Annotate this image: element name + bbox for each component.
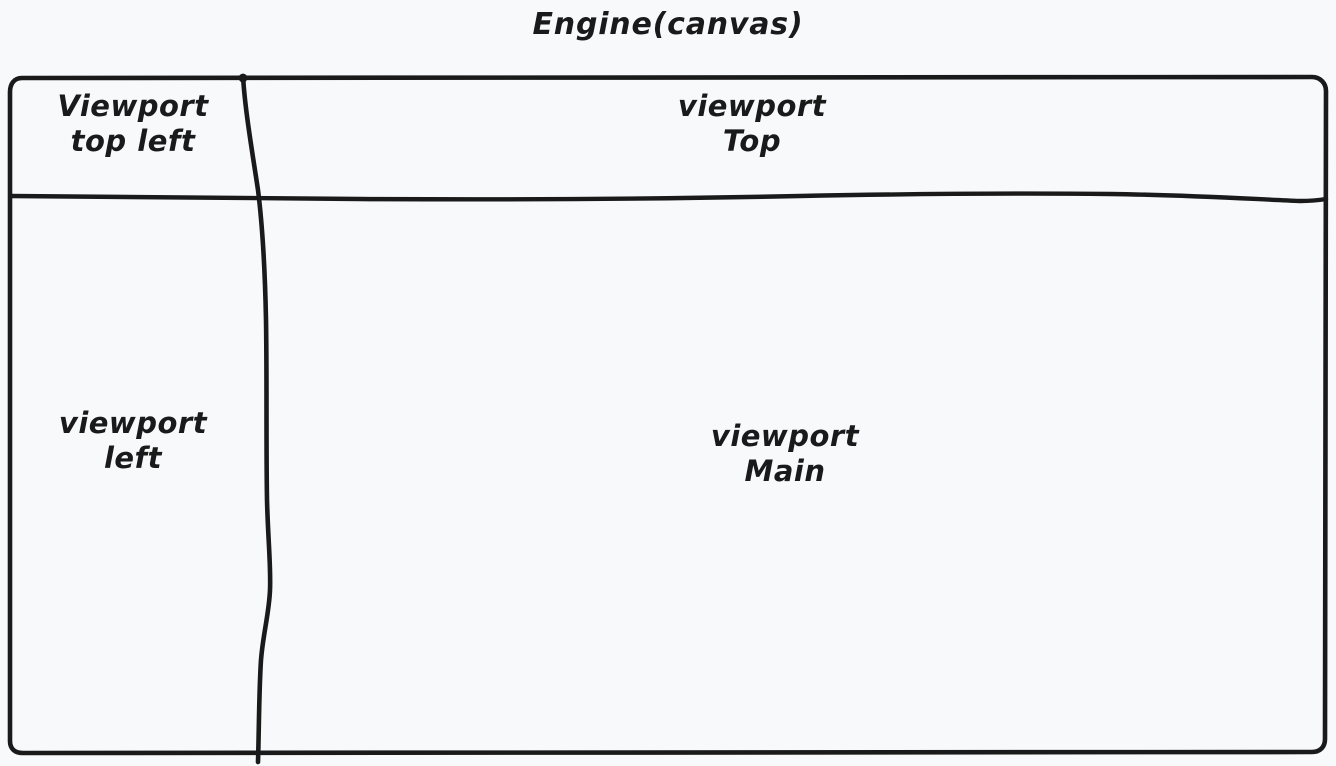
- label-viewport-left: viewport left: [58, 406, 208, 476]
- label-viewport-main: viewport Main: [710, 419, 860, 489]
- label-viewport-top-left: Viewport top left: [57, 89, 209, 159]
- page-title: Engine(canvas): [532, 7, 804, 42]
- label-viewport-top: viewport Top: [677, 89, 827, 159]
